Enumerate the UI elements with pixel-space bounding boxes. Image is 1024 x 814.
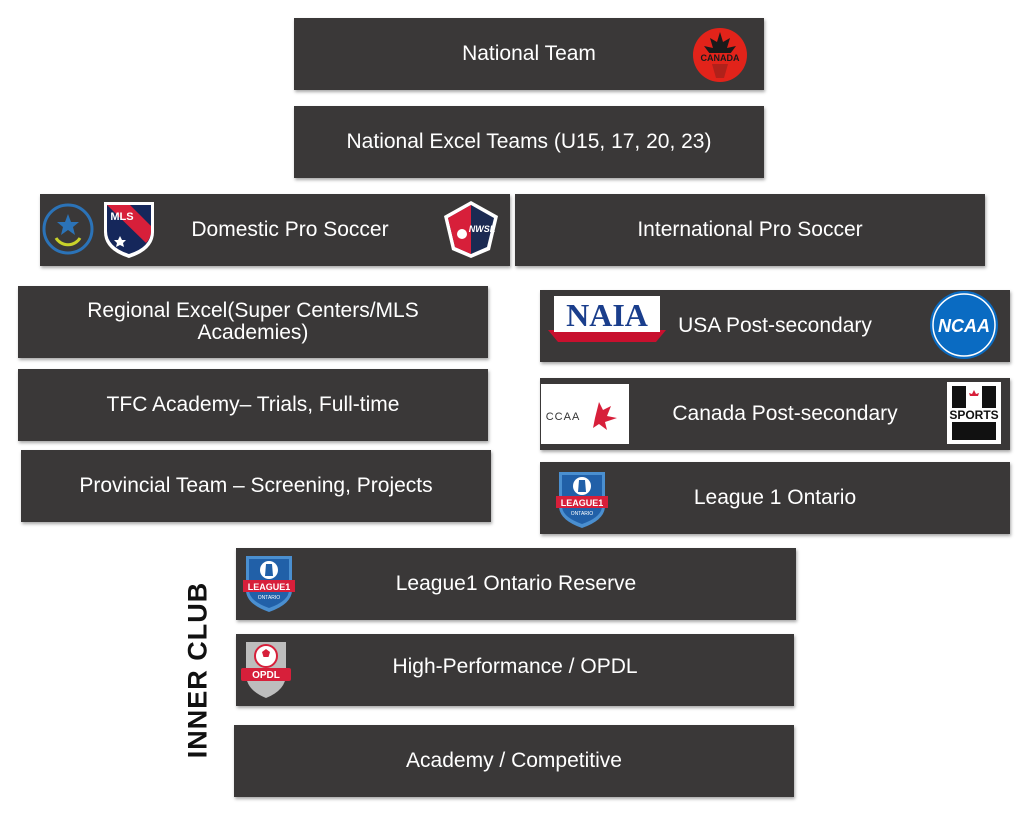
national-team-box: National Team: [294, 18, 764, 90]
u-sports-logo-icon: U SPORTS: [947, 382, 1001, 444]
canadian-premier-league-logo-icon: [42, 203, 94, 255]
national-team-label: National Team: [462, 42, 596, 65]
ccaa-logo-text: CCAA: [546, 411, 581, 423]
ncaa-logo-text: NCAA: [938, 316, 990, 336]
usa-postsecondary-label: USA Post-secondary: [678, 314, 872, 337]
nwsl-logo-text: NWSL: [469, 224, 496, 234]
inner-club-label: INNER CLUB: [182, 581, 213, 759]
tfc-academy-box: TFC Academy– Trials, Full-time: [18, 369, 488, 441]
league1-ontario-label: League 1 Ontario: [693, 486, 857, 509]
mls-logo-icon: MLS: [104, 202, 154, 258]
canada-postsecondary-label: Canada Post-secondary: [672, 402, 898, 425]
domestic-pro-label: Domestic Pro Soccer: [191, 218, 389, 241]
provincial-team-box: Provincial Team – Screening, Projects: [21, 450, 491, 522]
national-excel-label: National Excel Teams (U15, 17, 20, 23): [346, 130, 712, 153]
naia-logo-text: NAIA: [566, 297, 648, 333]
mls-logo-text: MLS: [110, 211, 133, 223]
league1-logo-text: LEAGUE1: [561, 498, 604, 508]
tfc-academy-label: TFC Academy– Trials, Full-time: [106, 393, 400, 416]
high-performance-box: High-Performance / OPDL: [236, 634, 794, 706]
ncaa-logo-icon: NCAA: [930, 291, 998, 359]
regional-excel-box: Regional Excel(Super Centers/MLS Academi…: [18, 286, 488, 358]
ccaa-logo-icon: CCAA: [541, 384, 629, 444]
league1-ontario-logo-icon: LEAGUE1 ONTARIO: [556, 472, 608, 528]
league1-ontario-reserve-logo-icon: LEAGUE1 ONTARIO: [243, 556, 295, 612]
opdl-logo-text: OPDL: [252, 670, 280, 681]
international-pro-label: International Pro Soccer: [637, 218, 863, 241]
usports-top-text: U: [974, 401, 975, 403]
league1-ontario-logo-text: ONTARIO: [571, 511, 594, 517]
provincial-team-label: Provincial Team – Screening, Projects: [79, 474, 433, 497]
usports-logo-text: SPORTS: [949, 408, 998, 422]
opdl-logo-icon: OPDL: [241, 642, 291, 698]
academy-competitive-label: Academy / Competitive: [406, 749, 622, 772]
regional-excel-label: Regional Excel(Super Centers/MLS Academi…: [87, 299, 419, 344]
league1-reserve-label: League1 Ontario Reserve: [395, 572, 637, 595]
canada-logo-text: CANADA: [701, 53, 740, 63]
naia-logo-icon: NAIA: [548, 296, 666, 342]
league1-reserve-logo-text: LEAGUE1: [248, 582, 291, 592]
canada-soccer-logo-icon: CANADA: [693, 28, 747, 82]
nwsl-logo-icon: NWSL: [444, 201, 498, 258]
high-performance-label: High-Performance / OPDL: [392, 655, 638, 678]
league1-ontario-box: League 1 Ontario: [540, 462, 1010, 534]
league1-reserve-ontario-text: ONTARIO: [258, 595, 281, 601]
league1-reserve-box: League1 Ontario Reserve: [236, 548, 796, 620]
academy-competitive-box: Academy / Competitive: [234, 725, 794, 797]
national-excel-box: National Excel Teams (U15, 17, 20, 23): [294, 106, 764, 178]
international-pro-box: International Pro Soccer: [515, 194, 985, 266]
